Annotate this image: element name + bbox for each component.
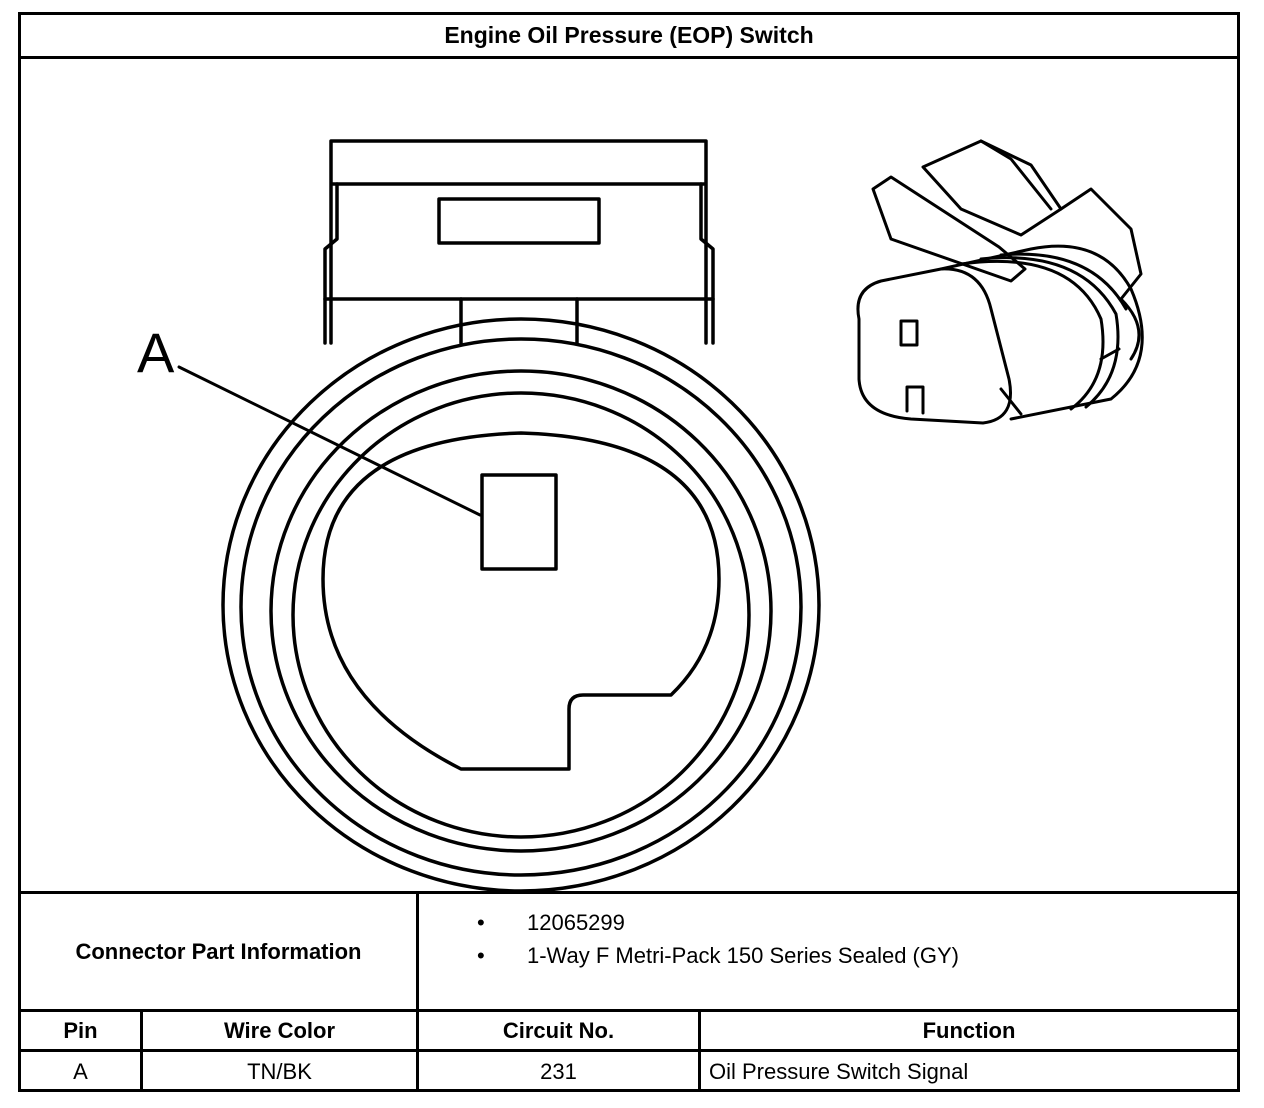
connector-part-info-row: Connector Part Information • 12065299 • … <box>21 891 1237 1009</box>
cell-pin: A <box>21 1052 143 1092</box>
pin-table-header: Pin Wire Color Circuit No. Function <box>21 1012 1237 1052</box>
connector-drawing <box>177 139 1144 891</box>
callout-label-a: A <box>137 321 175 384</box>
table-row: A TN/BK 231 Oil Pressure Switch Signal <box>21 1052 1237 1092</box>
part-number: 12065299 <box>527 910 625 935</box>
header-circuit-no: Circuit No. <box>419 1012 701 1049</box>
sheet-title: Engine Oil Pressure (EOP) Switch <box>21 15 1237 59</box>
cell-wire-color: TN/BK <box>143 1052 419 1092</box>
bullet-icon: • <box>477 910 485 935</box>
cell-circuit-no: 231 <box>419 1052 701 1092</box>
terminal-a-cavity <box>480 473 558 571</box>
connector-description: 1-Way F Metri-Pack 150 Series Sealed (GY… <box>527 943 959 968</box>
header-wire-color: Wire Color <box>143 1012 419 1049</box>
header-function: Function <box>922 1017 1016 1043</box>
connector-drawing-area: A <box>21 59 1237 891</box>
bullet-icon: • <box>477 943 485 968</box>
pin-table: Pin Wire Color Circuit No. Function A TN… <box>21 1009 1237 1092</box>
header-pin: Pin <box>21 1012 143 1049</box>
cell-function: Oil Pressure Switch Signal <box>709 1059 969 1084</box>
connector-part-info-list: • 12065299 • 1-Way F Metri-Pack 150 Seri… <box>419 906 959 972</box>
part-info-item: • 1-Way F Metri-Pack 150 Series Sealed (… <box>419 939 959 972</box>
connector-isometric-view <box>856 139 1144 425</box>
connector-part-info-label: Connector Part Information <box>21 894 419 1009</box>
connector-sheet: Engine Oil Pressure (EOP) Switch <box>18 12 1240 1092</box>
callout-leader-line <box>177 365 482 517</box>
connector-face-view <box>177 139 821 891</box>
part-info-item: • 12065299 <box>419 906 959 939</box>
